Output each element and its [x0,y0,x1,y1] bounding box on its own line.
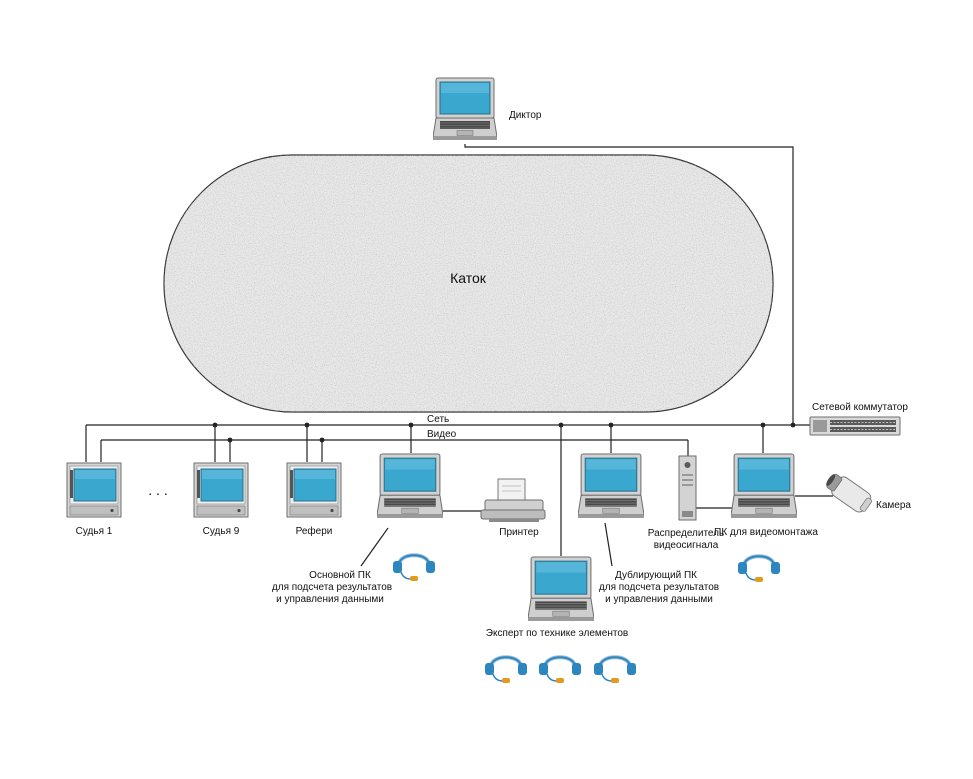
judges-ellipsis: . . . [148,482,167,498]
headset-icon [538,655,582,685]
announcer-cable [464,144,794,425]
main-pc-label-line-2: для подсчета результатов [272,582,392,593]
announcer-label: Диктор [509,110,542,121]
main-pc-node: Основной ПК для подсчета результатов и у… [272,453,443,605]
backup-pc-label-line-2: для подсчета результатов [599,582,719,593]
video-line-label: Видео [427,429,457,440]
video-editing-pc-label: ПК для видеомонтажа [714,527,818,538]
headset-icon [737,554,781,584]
referee-node: Рефери [286,462,342,537]
printer-label: Принтер [499,527,539,538]
judge-1-label: Судья 1 [76,526,113,537]
network-line-label: Сеть [427,414,449,425]
judge-9-node: Судья 9 [193,462,249,537]
backup-pc-label-line-1: Дублирующий ПК [615,569,697,581]
video-distributor-label-line-1: Распределитель [648,528,724,539]
technical-expert-label: Эксперт по технике элементов [486,628,628,639]
camera-node: Камера [826,473,911,513]
printer-icon [480,478,546,522]
junctions [212,422,796,443]
rink-label: Каток [450,270,487,286]
main-pc-label-line-1: Основной ПК [309,570,371,581]
backup-pc-node: Дублирующий ПК для подсчета результатов … [578,453,719,605]
printer-node: Принтер [480,478,546,538]
rink: Каток [163,154,774,413]
judge-9-label: Судья 9 [203,526,240,537]
referee-label: Рефери [296,525,333,537]
video-distributor-icon [678,455,697,521]
network-switch-node: Сетевой коммутатор [809,402,908,436]
headset-icon [484,655,528,685]
main-pc-label-line-3: и управления данными [276,594,384,605]
laptop-icon [578,453,644,519]
headset-icon [593,655,637,685]
laptop-icon [433,77,497,141]
camera-icon [826,473,873,513]
laptop-icon [731,453,797,519]
announcer-node: Диктор [433,77,542,141]
headset-icon [392,553,436,583]
judge-1-node: Судья 1 [66,462,122,537]
technical-expert-node: Эксперт по технике элементов [484,556,637,685]
video-distributor-node: Распределитель видеосигнала [648,455,724,551]
video-editing-pc-node: ПК для видеомонтажа [714,453,818,584]
backup-pc-label-line-3: и управления данными [605,594,713,605]
network-switch-icon [809,416,901,436]
monitor-icon [66,462,122,518]
laptop-icon [528,556,594,622]
monitor-icon [193,462,249,518]
monitor-icon [286,462,342,518]
wiring [85,144,833,567]
camera-label: Камера [876,500,911,511]
laptop-icon [377,453,443,519]
video-distributor-label-line-2: видеосигнала [654,540,719,551]
network-switch-label: Сетевой коммутатор [812,402,908,413]
